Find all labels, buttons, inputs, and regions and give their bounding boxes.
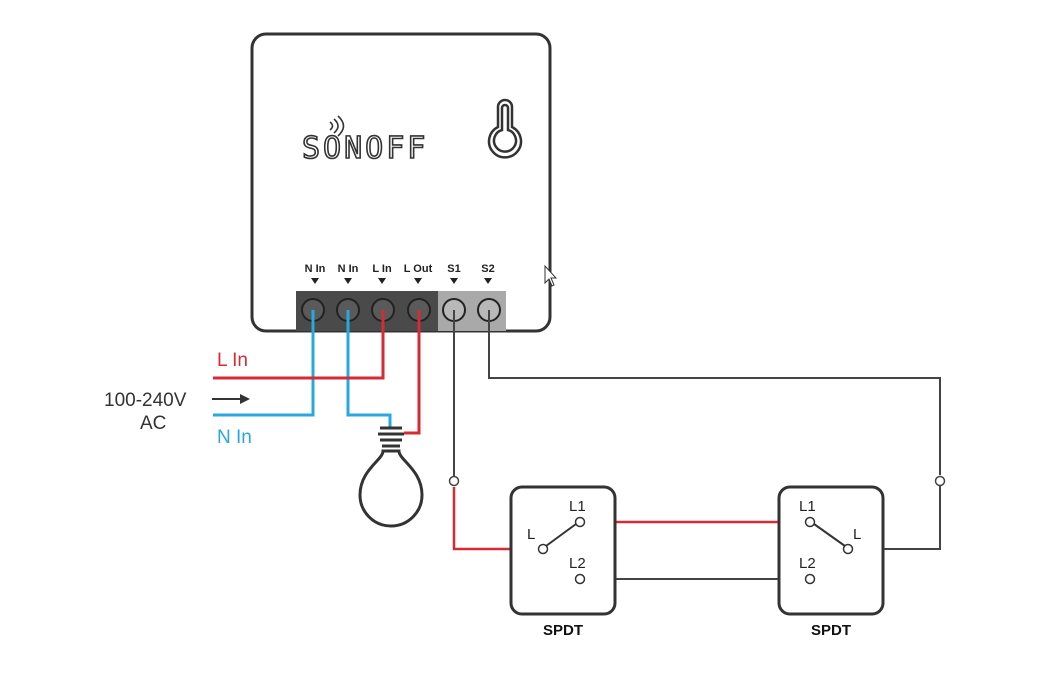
switch-contact-l1	[574, 516, 586, 528]
light-bulb-icon	[358, 426, 424, 528]
arrow-down-icon	[311, 278, 319, 284]
thermometer-icon	[487, 98, 523, 159]
neutral-supply-wire	[213, 310, 315, 417]
switch-box	[777, 485, 885, 616]
live-bulb-wire	[404, 310, 421, 435]
switch-lever	[545, 523, 577, 547]
cursor-icon	[544, 264, 558, 287]
svg-text:SONOFF: SONOFF	[302, 131, 428, 166]
switch-1-type-label: SPDT	[543, 622, 583, 639]
switch-label-l2: L2	[569, 555, 586, 572]
switch-contact-common	[537, 543, 549, 555]
terminal-label-s1: S1	[447, 263, 460, 275]
switch-contact-l2	[574, 573, 586, 585]
terminal-label-l-out: L Out	[404, 263, 433, 275]
switch-label-common: L	[853, 526, 861, 543]
switch-2-type-label: SPDT	[811, 622, 851, 639]
wire-junction	[448, 475, 460, 487]
brand-logo: SONOFF	[301, 115, 428, 167]
arrow-down-icon	[344, 278, 352, 284]
switch-contact-l1	[804, 516, 816, 528]
switch-lever	[813, 523, 846, 547]
ac-label: AC	[140, 413, 166, 434]
neutral-in-label: N In	[217, 427, 252, 448]
terminal-label-n-in-1: N In	[305, 263, 326, 275]
live-in-label: L In	[217, 350, 248, 371]
arrow-down-icon	[450, 278, 458, 284]
arrow-down-icon	[484, 278, 492, 284]
terminal-labels: N In N In L In L Out S1 S2	[305, 263, 495, 284]
voltage-label: 100-240V	[104, 390, 187, 411]
switch-label-l2: L2	[799, 555, 816, 572]
arrow-down-icon	[414, 278, 422, 284]
terminal-label-s2: S2	[481, 263, 494, 275]
switch-contact-common	[842, 543, 854, 555]
spdt-switch-1[interactable]: L1 L2 L	[509, 485, 617, 616]
neutral-bulb-wire	[346, 310, 392, 428]
s2-wire	[488, 310, 941, 475]
switch-label-common: L	[527, 526, 535, 543]
live-supply-wire	[213, 310, 385, 380]
switch-label-l1: L1	[569, 498, 586, 515]
device-body	[250, 32, 552, 333]
arrow-down-icon	[378, 278, 386, 284]
spdt-switch-2[interactable]: L1 L2 L	[777, 485, 885, 616]
arrow-right-icon	[212, 394, 250, 404]
switch-box	[509, 485, 617, 616]
switch-label-l1: L1	[799, 498, 816, 515]
terminal-label-l-in: L In	[372, 263, 392, 275]
terminal-label-n-in-2: N In	[338, 263, 359, 275]
switch-contact-l2	[804, 573, 816, 585]
wire-junction	[934, 475, 946, 487]
